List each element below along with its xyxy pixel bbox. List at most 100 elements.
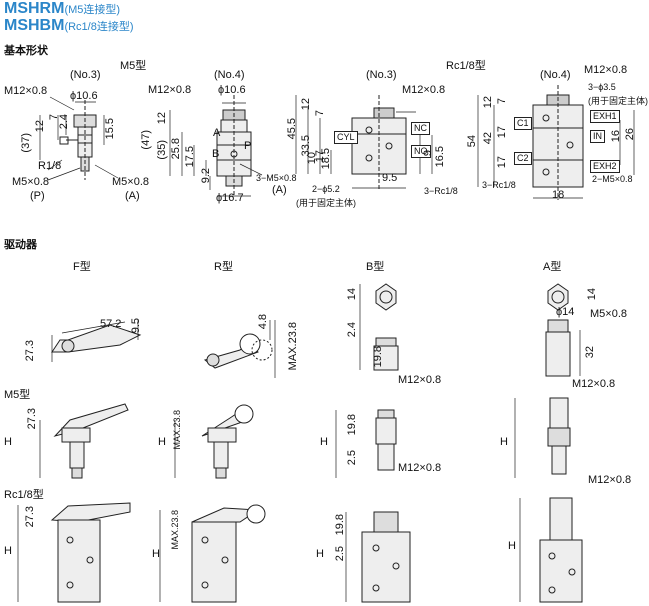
label-m12-d: M12×0.8	[584, 64, 628, 76]
dim-2-5-rc: 2.5	[334, 546, 346, 562]
rc-row-r	[159, 504, 266, 603]
dim-19-8-b: 19.8	[372, 346, 384, 368]
port-exh2: EXH2	[590, 160, 620, 173]
m5-row-a	[514, 397, 571, 478]
label-m5x08-b: M5×0.8	[112, 176, 149, 188]
dim-14-b: 14	[346, 288, 358, 301]
rc-no4-valve	[532, 85, 584, 200]
label-a-port: (A)	[125, 190, 140, 202]
dim-17-d1: 17	[496, 126, 508, 139]
dim-7-c: 7	[314, 110, 326, 117]
label-phi106-b: ϕ10.6	[218, 84, 246, 96]
actuator-r	[203, 320, 276, 378]
rc-no3-dims	[295, 95, 433, 189]
rc-row-a	[519, 497, 583, 603]
label-3-rc-2: 3−Rc1/8	[482, 180, 516, 190]
port-exh1: EXH1	[590, 110, 620, 123]
label-3-m5: 3−M5×0.8	[256, 173, 297, 183]
dim-32: 32	[584, 346, 596, 359]
m5-row-r	[174, 404, 254, 479]
dim-27-3-f: 27.3	[24, 340, 36, 362]
label-row-rc: Rc1/8型	[4, 489, 44, 501]
dim-9: 9	[422, 150, 434, 157]
label-letter-p: P	[244, 140, 252, 152]
label-r18: R1/8	[38, 160, 62, 172]
dim-2-5-m5: 2.5	[346, 450, 358, 466]
title-mshrm: MSHRM(M5连接型)	[4, 1, 120, 18]
label-3-rc: 3−Rc1/8	[424, 186, 458, 196]
label-m12-act-a: M12×0.8	[572, 378, 616, 390]
m5-row-b	[335, 409, 397, 478]
dim-12-a: 12	[34, 120, 46, 133]
dim-4-8: 4.8	[257, 314, 269, 330]
label-h-rc-b: H	[316, 548, 324, 560]
label-m5-act-a: M5×0.8	[590, 308, 627, 320]
dim-26: 26	[624, 128, 636, 141]
label-phi106-a: ϕ10.6	[70, 90, 98, 102]
dim-37: (37)	[20, 133, 32, 153]
label-letter-b: B	[212, 148, 220, 160]
label-3-phi35: 3−ϕ3.5	[588, 82, 616, 92]
label-a-type: A型	[543, 261, 562, 273]
label-m5-type: M5型	[120, 60, 147, 72]
label-m5x08-a: M5×0.8	[12, 176, 49, 188]
rc-row-f	[17, 502, 131, 603]
dim-47: (47)	[140, 130, 152, 150]
label-2-phi52: 2−ϕ5.2	[312, 184, 340, 194]
port-in: IN	[590, 130, 605, 143]
label-fix-note-2: (用于固定主体)	[588, 96, 648, 106]
dim-12-d: 12	[482, 96, 494, 109]
dim-14-a: 14	[586, 288, 598, 301]
port-c1: C1	[514, 117, 532, 130]
m5-no4-valve	[216, 95, 252, 195]
dim-2-4-b: 2.4	[346, 322, 358, 338]
label-b-type: B型	[366, 261, 385, 273]
label-2-m5: 2−M5×0.8	[592, 174, 633, 184]
label-m12-b: M12×0.8	[148, 84, 192, 96]
dim-27-3-rc: 27.3	[24, 506, 36, 528]
title-mshbm: MSHBM(Rc1/8连接型)	[4, 18, 134, 35]
m5-no3-dims	[39, 96, 119, 181]
label-no4-a: (No.4)	[214, 69, 245, 81]
title-mshbm-sub: (Rc1/8连接型)	[64, 21, 134, 33]
dim-42: 42	[482, 132, 494, 145]
dim-19-8-m5: 19.8	[346, 414, 358, 436]
label-m12-act-b: M12×0.8	[398, 374, 442, 386]
dim-7-d: 7	[496, 98, 508, 105]
label-phi14: ϕ14	[556, 306, 575, 318]
rc-row-b	[345, 511, 411, 603]
dim-9-2: 9.2	[200, 168, 212, 184]
m5-no3-valve	[59, 100, 97, 180]
label-h-rc-r: H	[152, 548, 160, 560]
actuator-f	[51, 320, 142, 362]
dim-12-b: 12	[156, 112, 168, 125]
label-m12-a: M12×0.8	[4, 85, 48, 97]
dim-17-5: 17.5	[184, 146, 196, 168]
m5-no4-dims	[169, 102, 263, 197]
actuator-a	[545, 283, 581, 377]
rc-no3-valve	[351, 95, 407, 190]
label-m12-m5-a: M12×0.8	[588, 474, 632, 486]
dim-max23-8-rc: MAX.23.8	[170, 510, 180, 550]
dim-17-d2: 17	[496, 156, 508, 169]
label-no3-a: (No.3)	[70, 69, 101, 81]
label-h-m5-f: H	[4, 436, 12, 448]
section-basic-shape: 基本形状	[4, 45, 48, 57]
label-rc-type: Rc1/8型	[446, 60, 486, 72]
section-actuator: 驱动器	[4, 239, 37, 251]
label-f-type: F型	[73, 261, 91, 273]
label-m12-c: M12×0.8	[402, 84, 446, 96]
dim-54: 54	[466, 135, 478, 148]
label-row-m5: M5型	[4, 389, 31, 401]
dim-max23-8-r: MAX.23.8	[287, 322, 299, 371]
dim-19-8-rc: 19.8	[334, 514, 346, 536]
port-no: NO	[411, 145, 431, 158]
label-h-m5-r: H	[158, 436, 166, 448]
dim-16: 16	[610, 130, 622, 143]
dim-57-2: 57.2	[100, 318, 122, 330]
title-mshrm-main: MSHRM	[4, 0, 65, 17]
actuator-b	[359, 283, 399, 371]
dim-2-4-a: 2.4	[58, 114, 70, 130]
dim-25-8: 25.8	[170, 138, 182, 160]
